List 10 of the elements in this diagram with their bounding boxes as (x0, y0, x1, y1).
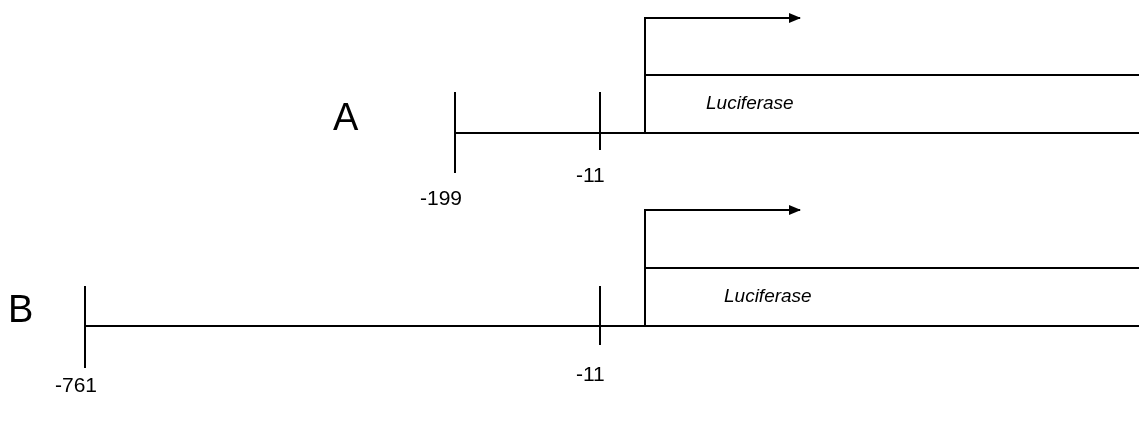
construct-label: B (8, 288, 34, 331)
position-label: -199 (420, 186, 463, 210)
gene-label: Luciferase (706, 92, 794, 114)
position-label: -11 (576, 362, 605, 386)
position-label: -11 (576, 163, 605, 187)
position-label: -761 (55, 373, 98, 397)
construct-label: A (333, 96, 359, 139)
gene-box (644, 74, 1139, 134)
gene-label: Luciferase (724, 285, 812, 307)
gene-box (644, 267, 1139, 327)
